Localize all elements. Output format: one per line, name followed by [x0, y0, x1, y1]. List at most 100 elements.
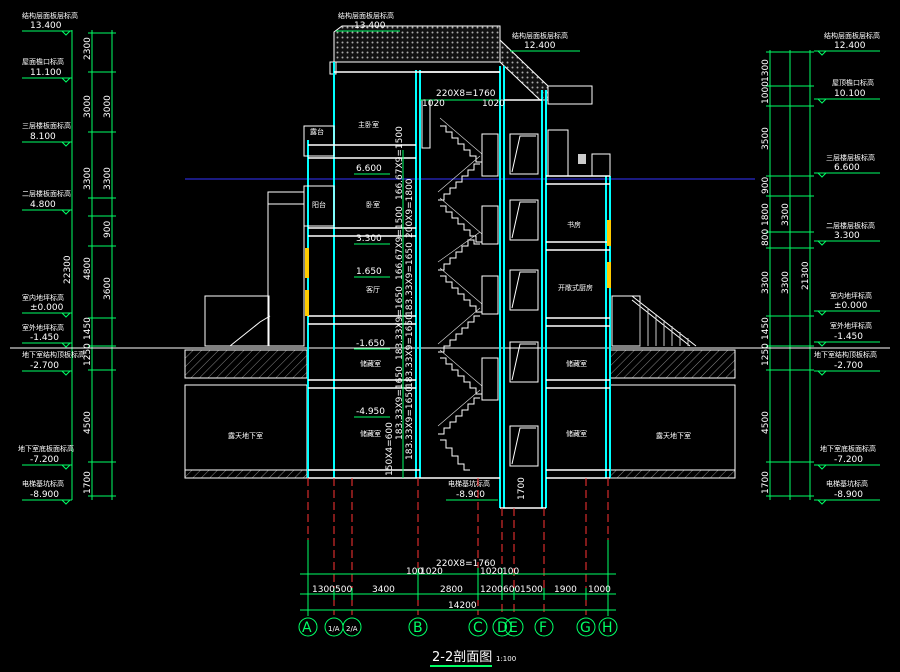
svg-text:183.33X9=1650: 183.33X9=1650	[405, 314, 415, 388]
svg-text:储藏室: 储藏室	[566, 429, 587, 438]
axis-bubble: B	[408, 617, 428, 637]
bottom-dimension-texts: 220X8=1760 100 1020 1020 100 1300 500 34…	[312, 559, 611, 611]
svg-text:地下室结构顶板标高: 地下室结构顶板标高	[22, 350, 85, 359]
right-level-label: 屋顶檐口标高 10.100	[814, 78, 880, 104]
left-level-label: 二层楼板面标高 4.800	[22, 189, 72, 215]
right-level-label: 室外地坪标高 -1.450	[814, 321, 880, 347]
svg-text:3000: 3000	[103, 95, 113, 118]
svg-text:室内地坪标高: 室内地坪标高	[830, 291, 872, 300]
svg-text:3600: 3600	[103, 277, 113, 300]
svg-text:1000: 1000	[588, 585, 611, 595]
svg-text:4800: 4800	[83, 257, 93, 280]
svg-text:183.33X9=1650: 183.33X9=1650	[395, 286, 405, 360]
svg-text:-2.700: -2.700	[834, 361, 863, 371]
top-roof-labels: 结构层面板层标高 13.400 结构层面板层标高 12.400	[336, 11, 580, 52]
axis-bubble: 1/A	[324, 617, 344, 637]
svg-text:-8.900: -8.900	[834, 490, 863, 500]
left-level-label: 电梯基坑标高 -8.900	[22, 479, 72, 505]
svg-text:屋顶檐口标高: 屋顶檐口标高	[832, 78, 874, 87]
staircase	[438, 125, 482, 471]
svg-text:500: 500	[335, 585, 352, 595]
svg-text:1:100: 1:100	[496, 655, 516, 663]
svg-text:D: D	[497, 620, 508, 636]
left-level-label: 室内地坪标高 ±0.000	[22, 293, 72, 318]
svg-text:200X9=1800: 200X9=1800	[405, 178, 415, 238]
axis-bubbles: A 1/A 2/A B C D E F G H	[298, 617, 618, 637]
svg-text:183.33X9=1650: 183.33X9=1650	[395, 366, 405, 440]
svg-text:-4.950: -4.950	[356, 407, 385, 417]
svg-text:书房: 书房	[567, 220, 581, 229]
svg-text:8.100: 8.100	[30, 132, 56, 142]
svg-text:3.300: 3.300	[356, 234, 382, 244]
svg-text:地下室底板面标高: 地下室底板面标高	[18, 444, 74, 453]
svg-text:900: 900	[761, 177, 771, 194]
svg-text:B: B	[413, 620, 423, 636]
svg-text:结构层面板层标高: 结构层面板层标高	[824, 31, 880, 40]
elevator-pit: 电梯基坑标高 -8.900 1700	[446, 477, 527, 501]
svg-text:电梯基坑标高: 电梯基坑标高	[826, 479, 868, 488]
svg-text:100: 100	[502, 567, 519, 577]
svg-text:1020: 1020	[422, 99, 445, 109]
svg-text:10.100: 10.100	[834, 89, 866, 99]
basement-right: 露天地下室	[609, 349, 736, 479]
svg-text:3300: 3300	[781, 203, 791, 226]
axis-bubble: F	[534, 617, 554, 637]
svg-text:露天地下室: 露天地下室	[228, 431, 263, 440]
left-level-label: 地下室底板面标高 -7.200	[18, 444, 74, 470]
svg-text:露台: 露台	[310, 127, 324, 136]
svg-text:1900: 1900	[554, 585, 577, 595]
svg-text:4.800: 4.800	[30, 200, 56, 210]
svg-text:1450: 1450	[83, 317, 93, 340]
svg-text:结构层面板层标高: 结构层面板层标高	[512, 31, 568, 40]
svg-text:三层楼层板标高: 三层楼层板标高	[826, 153, 875, 162]
svg-text:150X4=600: 150X4=600	[385, 422, 395, 476]
svg-text:6.600: 6.600	[834, 163, 860, 173]
right-level-label: 地下室结构顶板标高 -2.700	[814, 350, 880, 376]
svg-text:166.67X9=1500: 166.67X9=1500	[395, 206, 405, 280]
left-dimension-texts: 2300 3000 3300 4800 1450 1250 4500 1700 …	[63, 37, 113, 494]
svg-text:2300: 2300	[83, 37, 93, 60]
svg-text:600: 600	[503, 585, 520, 595]
svg-text:1700: 1700	[761, 471, 771, 494]
svg-text:室外地坪标高: 室外地坪标高	[830, 321, 872, 330]
svg-text:-2.700: -2.700	[30, 361, 59, 371]
svg-text:室内地坪标高: 室内地坪标高	[22, 293, 64, 302]
svg-text:-7.200: -7.200	[30, 455, 59, 465]
svg-text:4500: 4500	[761, 411, 771, 434]
svg-text:二层楼层板标高: 二层楼层板标高	[826, 221, 875, 230]
axis-bubble: 2/A	[342, 617, 362, 637]
svg-text:储藏室: 储藏室	[566, 359, 587, 368]
svg-text:13.400: 13.400	[30, 21, 62, 31]
svg-text:-8.900: -8.900	[456, 490, 485, 500]
axis-bubble: H	[598, 617, 618, 637]
svg-text:±0.000: ±0.000	[30, 303, 64, 313]
svg-text:1000: 1000	[761, 81, 771, 104]
svg-text:主卧室: 主卧室	[358, 120, 379, 129]
svg-text:183.33X9=1650: 183.33X9=1650	[405, 386, 415, 460]
svg-text:-1.450: -1.450	[30, 333, 59, 343]
svg-text:3000: 3000	[83, 95, 93, 118]
left-level-label: 结构层面板层标高 13.400	[22, 11, 78, 36]
svg-text:1800: 1800	[761, 203, 771, 226]
svg-text:4500: 4500	[83, 411, 93, 434]
right-elevation-scale	[766, 50, 814, 500]
axis-bubble: A	[298, 617, 318, 637]
svg-text:800: 800	[761, 229, 771, 246]
svg-text:1500: 1500	[520, 585, 543, 595]
svg-text:2800: 2800	[440, 585, 463, 595]
right-level-label: 结构层面板层标高 12.400	[814, 31, 880, 56]
svg-text:二层楼板面标高: 二层楼板面标高	[22, 189, 71, 198]
svg-text:三层楼板面标高: 三层楼板面标高	[22, 121, 71, 130]
svg-text:12.400: 12.400	[524, 41, 556, 51]
svg-text:室外地坪标高: 室外地坪标高	[22, 323, 64, 332]
svg-text:3300: 3300	[781, 271, 791, 294]
svg-text:1700: 1700	[83, 471, 93, 494]
main-building	[303, 25, 611, 509]
svg-text:3500: 3500	[761, 127, 771, 150]
svg-text:储藏室: 储藏室	[360, 359, 381, 368]
svg-text:220X8=1760: 220X8=1760	[436, 559, 496, 569]
right-dimension-texts: 1300 1000 3500 900 1800 800 3300 1450 12…	[761, 59, 811, 494]
svg-text:±0.000: ±0.000	[834, 301, 868, 311]
svg-text:结构层面板层标高: 结构层面板层标高	[22, 11, 78, 20]
